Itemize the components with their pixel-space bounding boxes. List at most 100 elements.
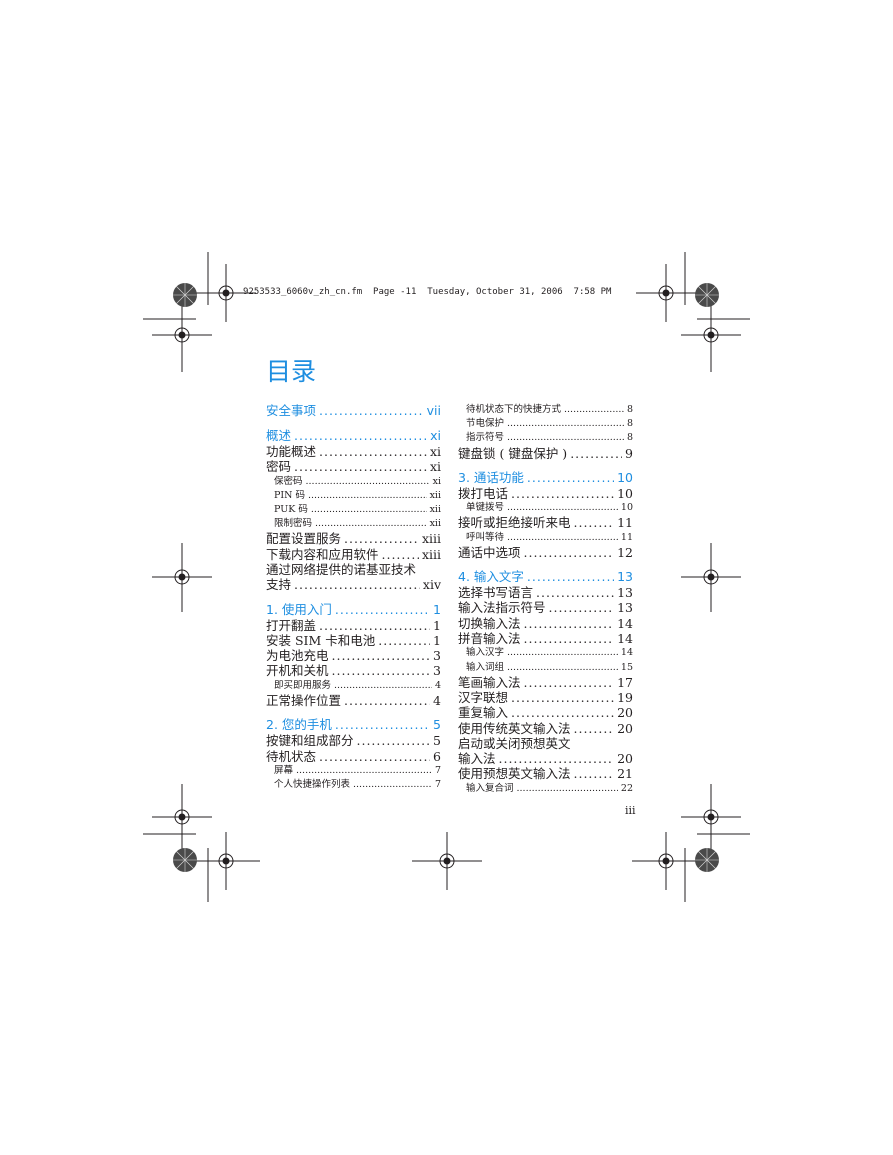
toc-entry[interactable]: 启动或关闭预想英文输入法20 [458,736,633,767]
toc-entry[interactable]: 打开翻盖1 [266,618,441,633]
toc-entry[interactable]: 输入词组15 [458,661,633,675]
toc-entry[interactable]: 输入法指示符号13 [458,600,633,615]
toc-entry-title: 开机和关机 [266,663,329,679]
dot-leader [574,515,615,530]
toc-entry[interactable]: 功能概述xi [266,444,441,459]
toc-entry-page: 8 [626,404,633,415]
toc-entry[interactable]: 概述xi [266,428,441,444]
toc-entry-page: 11 [617,515,633,531]
toc-entry-title: 笔画输入法 [458,674,521,690]
toc-entry-title: 输入复合词 [466,782,514,794]
toc-entry-page: 3 [433,648,441,664]
dot-leader [511,486,614,501]
dot-leader [524,616,615,631]
toc-entry-title: 汉字联想 [458,689,509,705]
toc-entry-title-line1: 通过网络提供的诺基亚技术 [266,561,417,577]
toc-entry-title: 拨打电话 [458,485,509,501]
toc-entry-page: 21 [617,766,633,782]
toc-entry[interactable]: 限制密码xii [266,517,441,531]
toc-entry-title: 功能概述 [266,444,317,459]
toc-entry[interactable]: PUK 码xii [266,503,441,517]
toc-entry[interactable]: 3. 通话功能10 [458,470,633,486]
toc-entry[interactable]: 屏幕7 [266,764,441,778]
toc-entry-page: 6 [433,748,441,764]
toc-entry[interactable]: 1. 使用入门1 [266,602,441,618]
toc-entry[interactable]: 使用传统英文输入法20 [458,721,633,736]
toc-entry-page: 10 [617,469,633,485]
toc-entry[interactable]: 键盘锁 ( 键盘保护 )9 [458,446,633,461]
toc-entry[interactable]: 个人快捷操作列表 7 [266,778,441,792]
dot-leader [524,631,615,646]
dot-leader [507,417,624,431]
toc-entry-title: 即买即用服务 [274,679,332,691]
toc-entry[interactable]: 安全事项vii [266,403,441,419]
toc-entry-page: 14 [617,631,633,647]
dot-leader [507,501,618,515]
toc-entry[interactable]: 开机和关机3 [266,663,441,678]
toc-entry-title: 打开翻盖 [266,617,317,633]
dot-leader [308,489,427,503]
toc-entry-title: 配置设置服务 [266,531,342,547]
toc-entry-page: 20 [617,705,633,721]
toc-entry[interactable]: 指示符号8 [458,431,633,445]
toc-entry-title: 支持 [266,577,292,593]
toc-entry[interactable]: 下载内容和应用软件xiii [266,547,441,562]
toc-entry[interactable]: 汉字联想19 [458,690,633,705]
toc-entry[interactable]: 为电池充电3 [266,648,441,663]
dot-leader [574,766,615,781]
toc-entry-title: 概述 [266,428,292,443]
toc-entry[interactable]: 输入复合词22 [458,782,633,796]
toc-entry[interactable]: 2. 您的手机5 [266,717,441,733]
dot-leader [499,751,615,766]
toc-entry-page: 8 [626,418,633,430]
toc-entry[interactable]: 即买即用服务4 [266,679,441,693]
toc-entry[interactable]: 正常操作位置4 [266,693,441,708]
toc-entry[interactable]: 重复输入20 [458,705,633,720]
toc-entry[interactable]: 单键拨号10 [458,501,633,515]
toc-entry[interactable]: 按键和组成部分5 [266,733,441,748]
toc-entry-title: 输入词组 [466,661,505,673]
toc-entry[interactable]: 输入汉字14 [458,646,633,660]
toc-entry[interactable]: 拼音输入法 14 [458,631,633,646]
dot-leader [334,679,432,693]
toc-entry-title: 选择书写语言 [458,585,534,601]
toc-entry[interactable]: PIN 码xii [266,489,441,503]
toc-entry-title: 安装 SIM 卡和电池 [266,632,376,648]
toc-entry[interactable]: 节电保护 8 [458,417,633,431]
dot-leader [319,618,430,633]
toc-entry[interactable]: 拨打电话 10 [458,486,633,501]
toc-entry-title: 输入法指示符号 [458,600,546,616]
toc-entry-title: 个人快捷操作列表 [274,778,351,790]
toc-entry-page: 10 [617,485,633,501]
toc-entry[interactable]: 接听或拒绝接听来电11 [458,515,633,530]
toc-entry[interactable]: 待机状态 6 [266,749,441,764]
toc-entry[interactable]: 通话中选项12 [458,545,633,560]
toc-entry-title: 待机状态 [266,748,317,764]
toc-entry[interactable]: 切换输入法14 [458,616,633,631]
toc-entry-page: 13 [617,569,633,585]
toc-entry-title: 拼音输入法 [458,631,521,647]
toc-entry-title: 使用传统英文输入法 [458,720,571,736]
toc-entry-page: 13 [617,585,633,601]
dot-leader [507,431,624,445]
toc-entry[interactable]: 4. 输入文字13 [458,569,633,585]
toc-entry[interactable]: 保密码xi [266,475,441,489]
toc-entry[interactable]: 安装 SIM 卡和电池1 [266,633,441,648]
toc-entry-page: 7 [434,778,441,790]
toc-entry[interactable]: 选择书写语言 13 [458,585,633,600]
toc-right-column: 待机状态下的快捷方式8节电保护8指示符号8键盘锁 ( 键盘保护 )93. 通话功… [458,403,633,796]
toc-entry[interactable]: 呼叫等待11 [458,531,633,545]
page-number: iii [625,804,636,817]
toc-entry[interactable]: 通过网络提供的诺基亚技术支持xiv [266,562,441,593]
toc-entry[interactable]: 笔画输入法17 [458,675,633,690]
toc-entry-title: 限制密码 [274,518,313,530]
dot-leader [570,446,622,461]
dot-leader [296,764,432,778]
toc-entry[interactable]: 密码xi [266,459,441,474]
toc-entry[interactable]: 待机状态下的快捷方式8 [458,403,633,417]
toc-entry-title: 节电保护 [466,418,505,430]
toc-entry[interactable]: 使用预想英文输入法21 [458,766,633,781]
toc-entry[interactable]: 配置设置服务xiii [266,531,441,546]
dot-leader [517,782,618,796]
